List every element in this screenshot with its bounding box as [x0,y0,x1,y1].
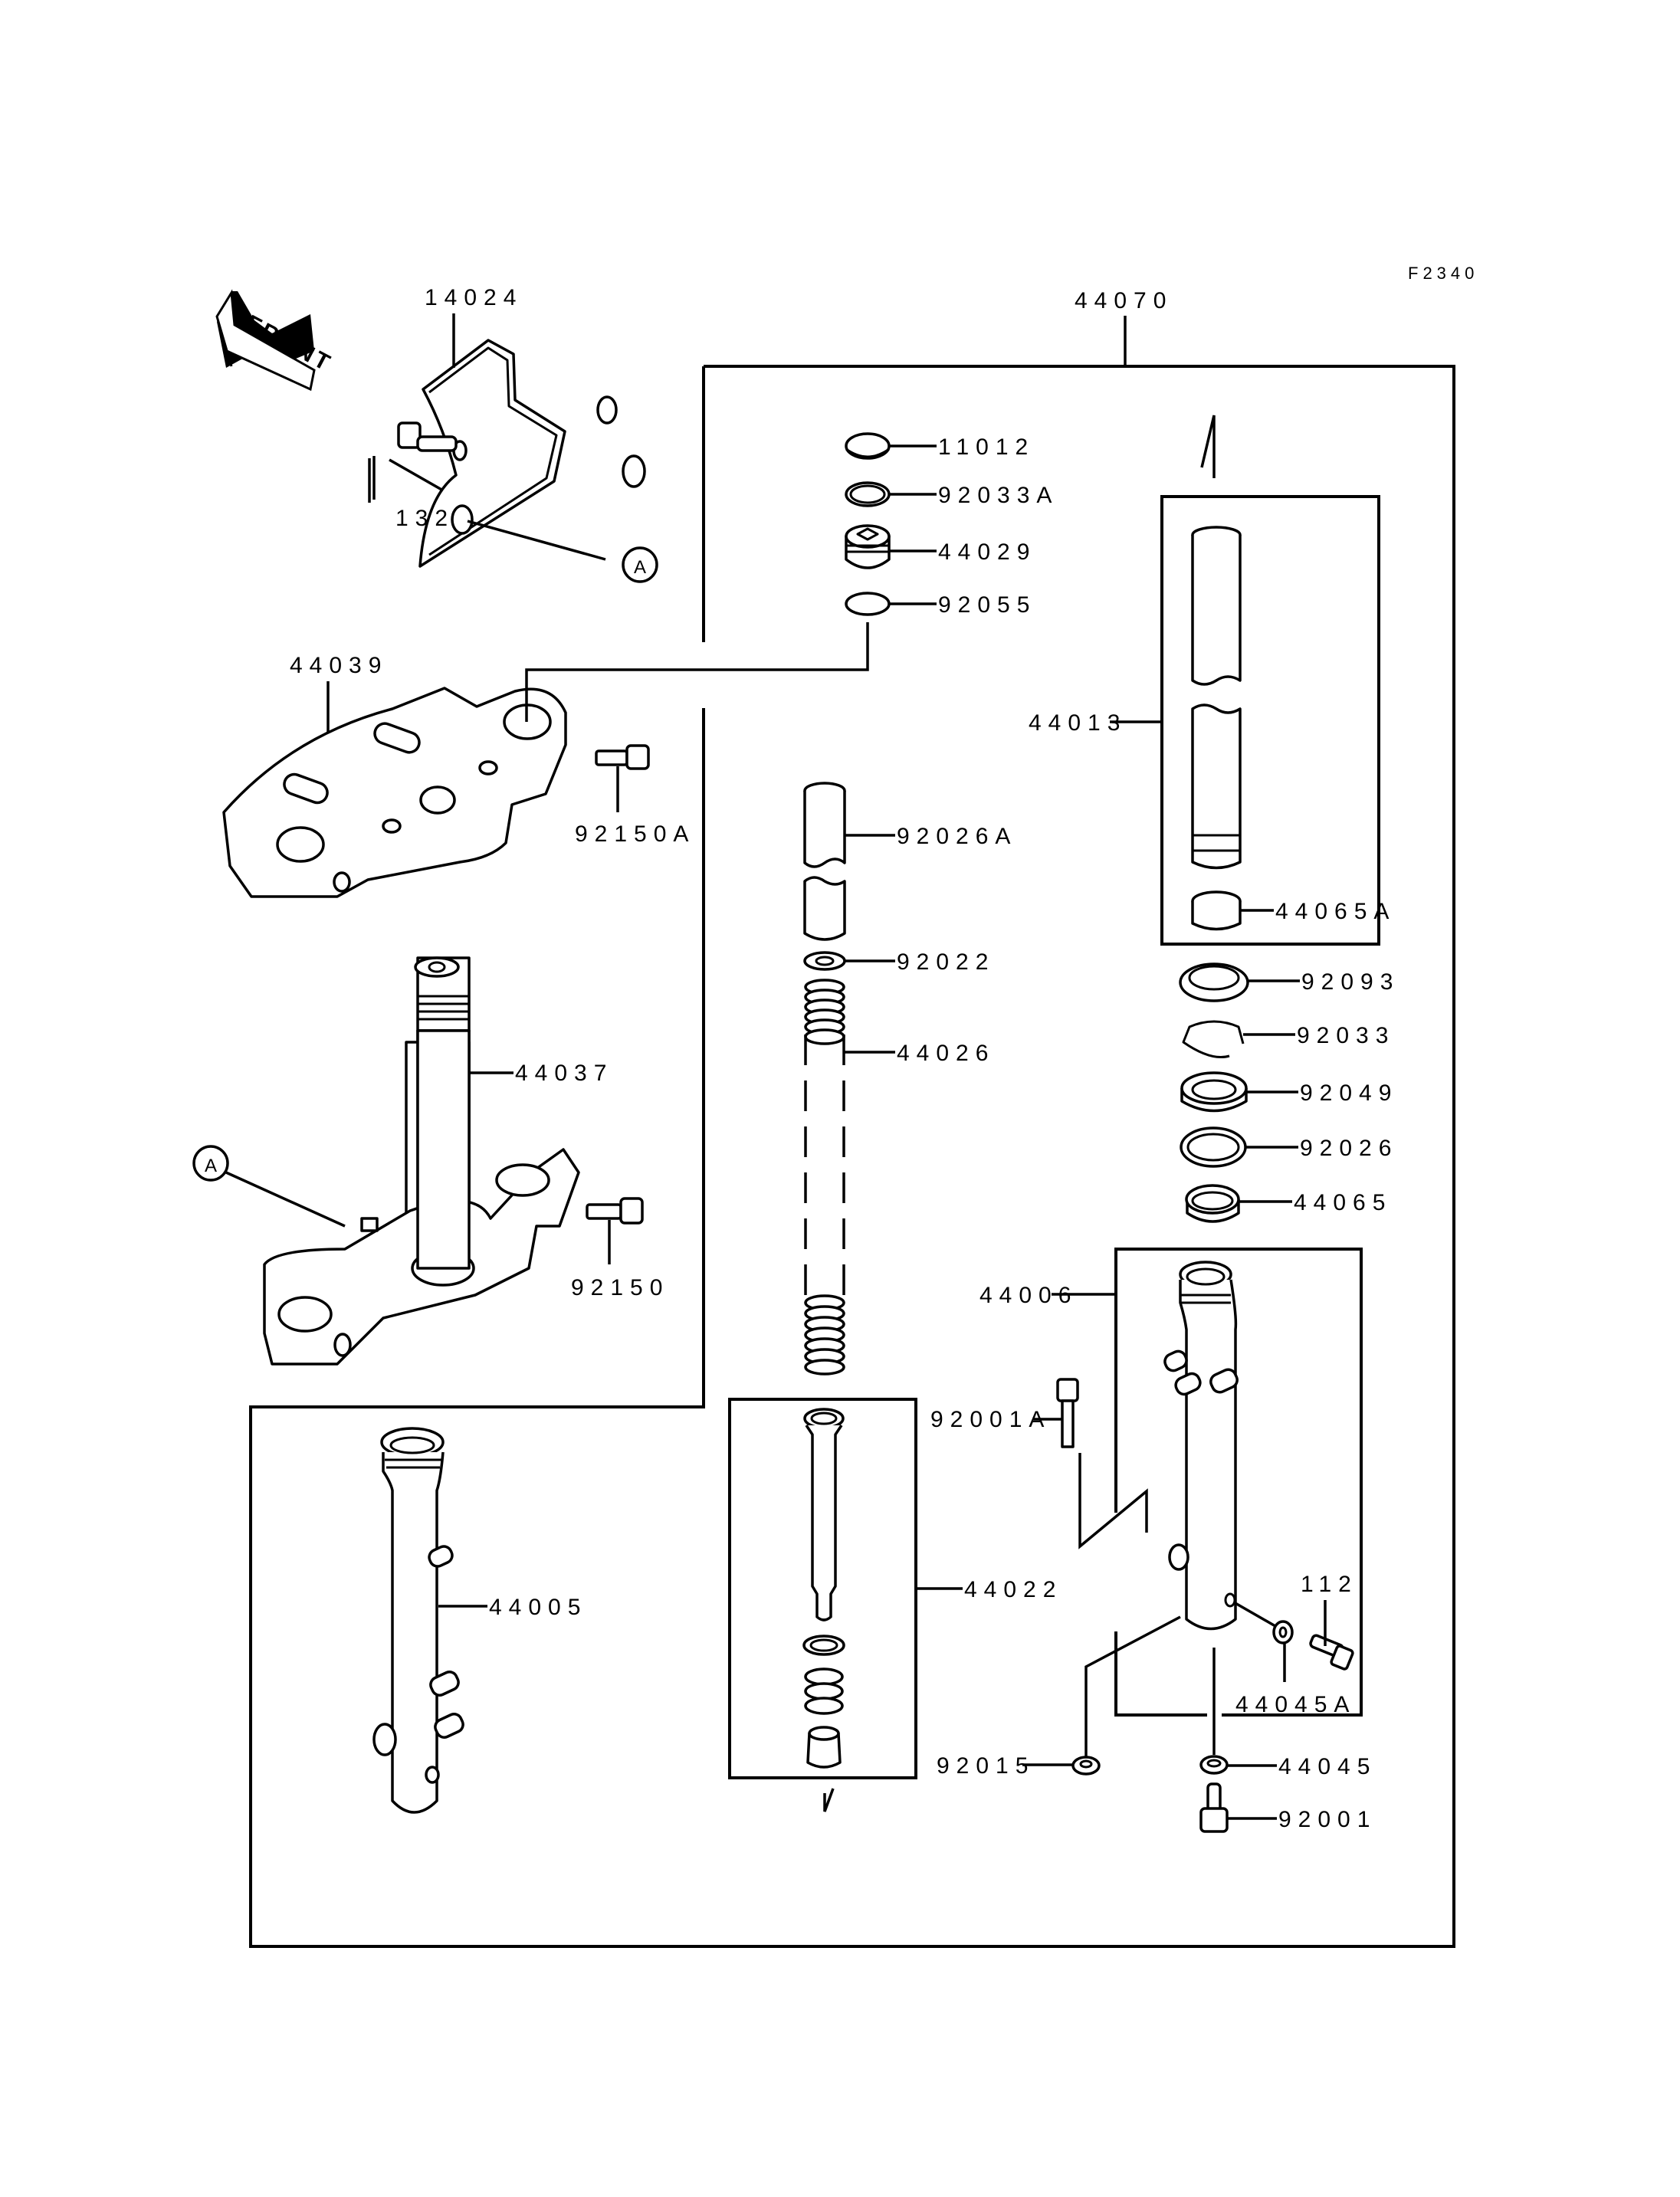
part-44037-stem [263,956,580,1366]
part-label-92150[interactable]: 92150 [571,1275,669,1300]
part-label-92001[interactable]: 92001 [1278,1807,1376,1832]
spring-coil [804,1359,845,1376]
part-label-92049[interactable]: 92049 [1300,1080,1398,1106]
part-label-92033a[interactable]: 92033A [938,483,1058,508]
part-92015-washer [1071,1756,1101,1776]
part-label-92055[interactable]: 92055 [938,592,1036,618]
figure-code: F2340 [1408,264,1478,283]
part-92150a-bolt [595,744,650,770]
direction-tick-upper [1200,415,1216,478]
part-14024-bracket [418,339,646,568]
part-label-14024[interactable]: 14024 [425,285,523,310]
spring-coil [804,1028,845,1045]
part-92001a-bolt [1056,1378,1079,1448]
part-label-92150a[interactable]: 92150A [575,821,695,847]
part-label-132[interactable]: 132 [395,506,454,531]
part-11012-cap [845,432,891,460]
part-label-44045a[interactable]: 44045A [1235,1692,1356,1717]
part-44029-plug [845,524,891,569]
reference-marker-a-upper-label: A [634,557,646,578]
part-label-44026[interactable]: 44026 [897,1041,995,1066]
reference-marker-a-lower [192,1145,229,1182]
part-label-112[interactable]: 112 [1301,1572,1358,1597]
reference-marker-a-lower-label: A [205,1156,217,1176]
part-92150-bolt [586,1197,644,1225]
part-label-44065a[interactable]: 44065A [1275,899,1396,924]
part-label-44039[interactable]: 44039 [290,653,388,678]
part-44045-washer [1199,1755,1229,1775]
part-92055-oring [845,592,891,616]
part-44039-upper-bracket [222,687,567,898]
part-label-92093[interactable]: 92093 [1301,969,1399,995]
reference-marker-a-upper [622,546,658,583]
part-112-bolt [1309,1634,1354,1671]
part-44013-box [1160,495,1380,946]
part-label-92026[interactable]: 92026 [1300,1136,1398,1161]
part-label-92026a[interactable]: 92026A [897,824,1017,849]
part-92049-oil-seal [1180,1071,1248,1113]
part-label-92022[interactable]: 92022 [897,949,995,975]
assembly-label: 44070 [1075,288,1173,313]
part-label-44065[interactable]: 44065 [1294,1190,1392,1215]
part-44005-outer-tube [372,1427,464,1814]
part-132-bolt [368,421,458,503]
part-label-44013[interactable]: 44013 [1029,710,1127,736]
part-label-92001a[interactable]: 92001A [930,1407,1051,1432]
part-44045a-washer [1272,1620,1294,1644]
part-92093-dust-seal [1179,962,1249,1002]
part-92033-circlip [1182,1020,1245,1059]
part-44022-cylinder [802,1408,845,1769]
part-label-11012[interactable]: 11012 [938,434,1035,460]
part-label-44045[interactable]: 44045 [1278,1754,1376,1779]
part-label-44006[interactable]: 44006 [979,1283,1078,1308]
part-92026a-spacer [803,782,846,941]
part-92033a-ring [845,481,891,507]
front-arrow-icon: FRONT [215,289,336,392]
part-92001-bolt [1199,1782,1229,1833]
part-44006-outer-tube [1163,1261,1239,1631]
part-label-92015[interactable]: 92015 [937,1753,1035,1779]
part-92022-washer [803,951,846,971]
part-44065-bushing [1185,1184,1240,1223]
part-label-44037[interactable]: 44037 [515,1061,613,1086]
part-label-44005[interactable]: 44005 [489,1595,587,1620]
part-44026-spring [804,979,845,1376]
part-92026-washer [1180,1126,1247,1168]
assembly-44070-outline [249,316,1455,1948]
part-44013-inner-tube [1191,526,1242,931]
part-label-44029[interactable]: 44029 [938,539,1036,565]
part-label-92033[interactable]: 92033 [1297,1023,1395,1048]
part-label-44022[interactable]: 44022 [964,1577,1062,1602]
direction-tick-lower [823,1788,835,1812]
